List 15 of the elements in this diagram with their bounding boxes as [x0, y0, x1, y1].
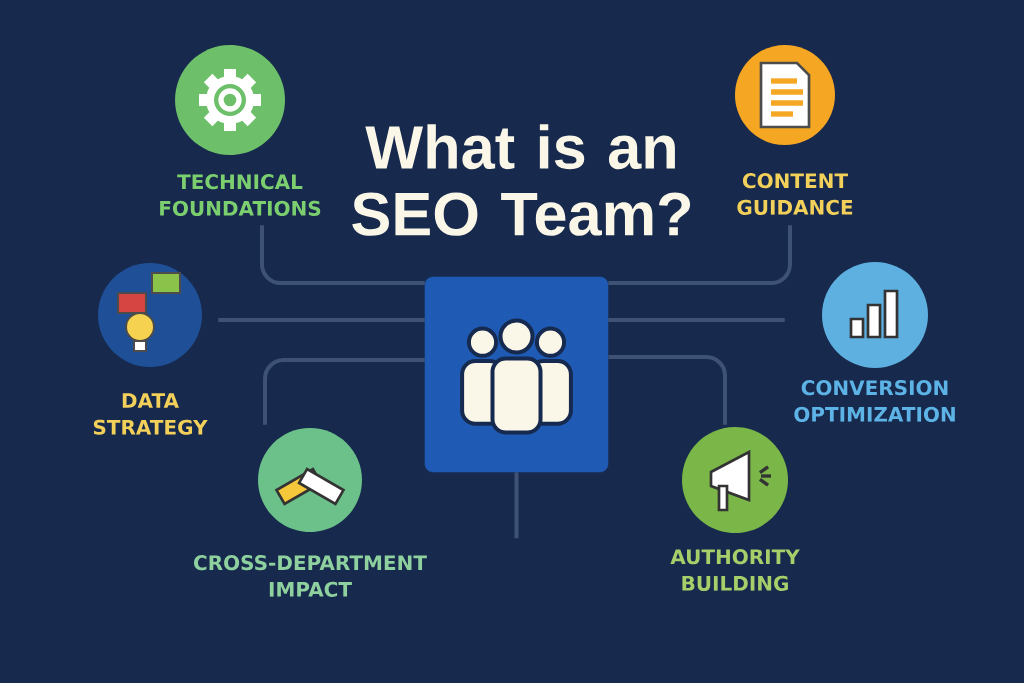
connector-line	[608, 225, 792, 285]
category-label: CONTENT GUIDANCE	[737, 173, 853, 215]
connector-line	[514, 472, 519, 539]
connector-line	[260, 225, 425, 285]
connector-line	[608, 355, 727, 425]
connector-line	[608, 318, 785, 322]
connector-line	[263, 358, 425, 425]
category-label: CONVERSION OPTIMIZATION	[794, 380, 955, 422]
team-icon-box	[424, 276, 609, 473]
category-label: TECHNICAL FOUNDATIONS	[160, 174, 321, 216]
connector-line	[218, 318, 425, 322]
title: What is an SEO Team?	[352, 124, 691, 236]
category-label: DATA STRATEGY	[93, 393, 208, 435]
category-label: CROSS-DEPARTMENT IMPACT	[194, 555, 427, 597]
category-label: AUTHORITY BUILDING	[670, 549, 800, 591]
